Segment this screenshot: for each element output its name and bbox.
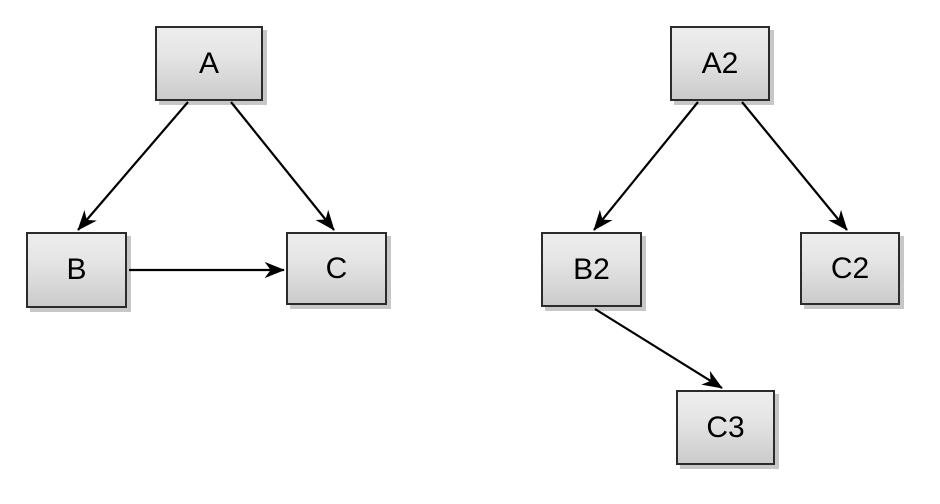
node-label-c3: C3 — [706, 410, 745, 444]
node-b2[interactable]: B2 — [541, 232, 642, 307]
node-c2[interactable]: C2 — [800, 232, 900, 305]
node-c3[interactable]: C3 — [676, 390, 775, 465]
node-b[interactable]: B — [26, 232, 127, 308]
edge-b2-to-c3[interactable] — [594, 308, 723, 389]
node-label-c2: C2 — [830, 251, 870, 285]
node-a2[interactable]: A2 — [670, 26, 770, 101]
edge-a-to-b[interactable] — [77, 101, 189, 231]
edge-a2-to-c2[interactable] — [741, 101, 848, 231]
node-label-b: B — [66, 253, 87, 286]
node-label-a2: A2 — [701, 46, 739, 80]
node-a[interactable]: A — [155, 26, 263, 101]
node-label-a: A — [198, 46, 219, 80]
edge-a-to-c[interactable] — [230, 101, 335, 231]
node-label-b2: B2 — [573, 252, 610, 286]
node-c[interactable]: C — [286, 232, 387, 305]
edge-a2-to-b2[interactable] — [593, 101, 699, 231]
edges-group — [77, 101, 848, 389]
node-label-c: C — [325, 251, 348, 285]
